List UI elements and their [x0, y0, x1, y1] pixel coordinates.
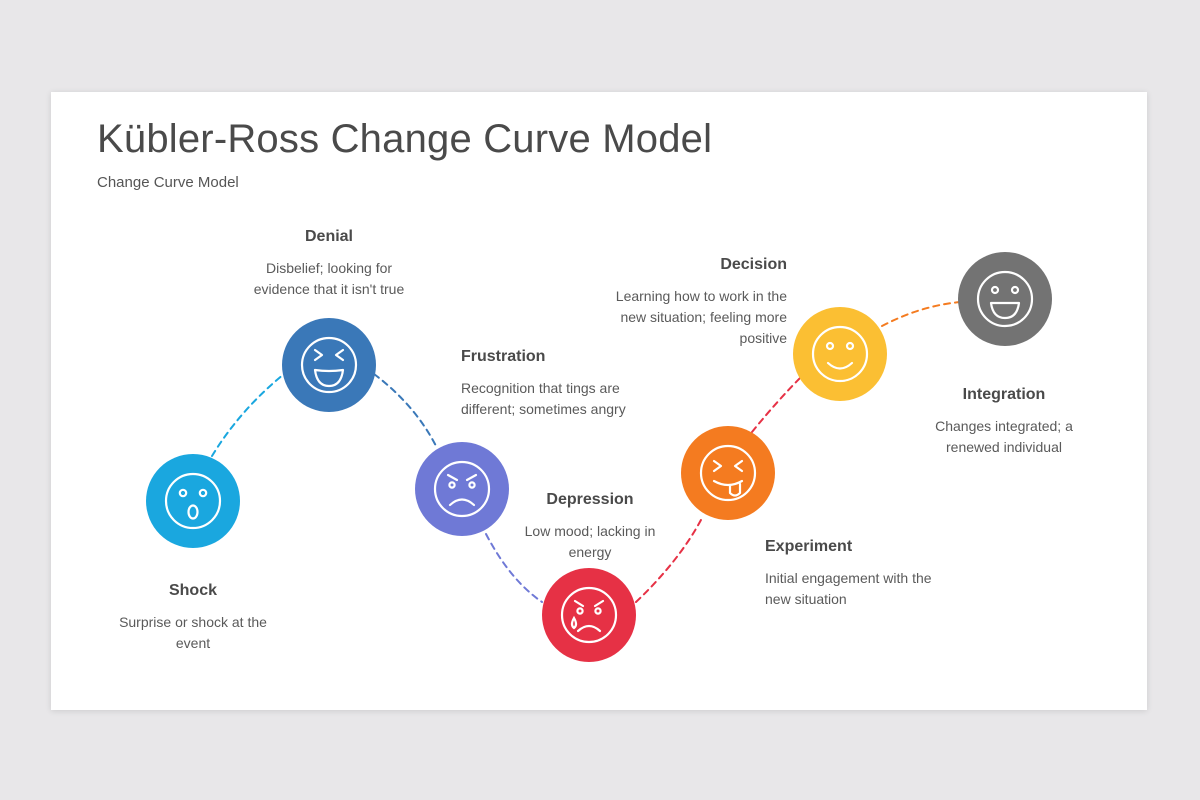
stage-desc-line: event [175, 635, 211, 651]
stage-title-depression: Depression [546, 491, 634, 508]
stage-desc-integration: Changes integrated; a renewed individual [904, 416, 1104, 458]
connector-experiment-decision [751, 375, 803, 433]
stage-circle-integration [958, 252, 1052, 346]
page-title: Kübler-Ross Change Curve Model [97, 117, 713, 161]
stage-desc-line: energy [568, 544, 612, 560]
stage-desc-line: positive [739, 330, 787, 346]
stage-title-shock: Shock [168, 582, 217, 599]
stage-desc-line: Disbelief; looking for [265, 260, 393, 276]
page-subtitle: Change Curve Model [97, 174, 239, 191]
angry-face-icon [433, 460, 491, 518]
stage-circle-decision [793, 307, 887, 401]
stage-desc-line: Changes integrated; a [935, 418, 1073, 434]
surprised-face-icon [164, 472, 222, 530]
stage-desc-line: Learning how to work in the [615, 288, 787, 304]
stage-desc-line: different; sometimes angry [461, 401, 626, 417]
stage-label-shock: Shock Surprise or shock at the event [93, 582, 293, 654]
stage-circle-shock [146, 454, 240, 548]
tongue-out-face-icon [699, 444, 757, 502]
stage-label-decision: Decision Learning how to work in the new… [587, 256, 787, 349]
connector-shock-denial [211, 373, 285, 457]
stage-desc-line: evidence that it isn't true [253, 281, 405, 297]
stage-node-decision [793, 307, 887, 401]
stage-desc-decision: Learning how to work in the new situatio… [587, 286, 787, 349]
stage-desc-line: Initial engagement with the [765, 570, 932, 586]
stage-desc-frustration: Recognition that tings are different; so… [461, 378, 661, 420]
stage-desc-shock: Surprise or shock at the event [93, 612, 293, 654]
stage-circle-depression [542, 568, 636, 662]
grinning-face-icon [976, 270, 1034, 328]
stage-label-frustration: Frustration Recognition that tings are d… [461, 348, 661, 420]
connector-decision-integration [881, 301, 961, 327]
crying-face-icon [560, 586, 618, 644]
stage-circle-experiment [681, 426, 775, 520]
stage-title-decision: Decision [720, 256, 787, 273]
stage-title-denial: Denial [304, 228, 353, 245]
stage-node-depression [542, 568, 636, 662]
stage-desc-line: Recognition that tings are [461, 380, 620, 396]
smiling-face-icon [811, 325, 869, 383]
stage-desc-line: new situation; feeling more [620, 309, 787, 325]
stage-desc-line: Surprise or shock at the [119, 614, 267, 630]
stage-label-experiment: Experiment Initial engagement with the n… [765, 538, 965, 610]
stage-desc-line: Low mood; lacking in [524, 523, 656, 539]
stage-title-experiment: Experiment [765, 538, 853, 555]
stage-desc-depression: Low mood; lacking in energy [490, 521, 690, 563]
stage-node-denial [282, 318, 376, 412]
stage-label-denial: Denial Disbelief; looking for evidence t… [229, 228, 429, 300]
stage-desc-line: renewed individual [946, 439, 1062, 455]
connector-frustration-depression [485, 533, 543, 603]
stage-node-integration [958, 252, 1052, 346]
stage-label-depression: Depression Low mood; lacking in energy [490, 491, 690, 563]
stage-circle-frustration [415, 442, 509, 536]
stage-title-frustration: Frustration [461, 348, 546, 365]
stage-circle-denial [282, 318, 376, 412]
stage-node-experiment [681, 426, 775, 520]
stage-node-shock [146, 454, 240, 548]
stage-desc-line: new situation [765, 591, 847, 607]
connector-depression-experiment [635, 517, 703, 603]
squinting-laughing-face-icon [300, 336, 358, 394]
stage-node-frustration [415, 442, 509, 536]
stage-desc-experiment: Initial engagement with the new situatio… [765, 568, 965, 610]
connector-denial-frustration [373, 373, 437, 447]
stage-label-integration: Integration Changes integrated; a renewe… [904, 386, 1104, 458]
stage-title-integration: Integration [962, 386, 1046, 403]
stage-desc-denial: Disbelief; looking for evidence that it … [229, 258, 429, 300]
